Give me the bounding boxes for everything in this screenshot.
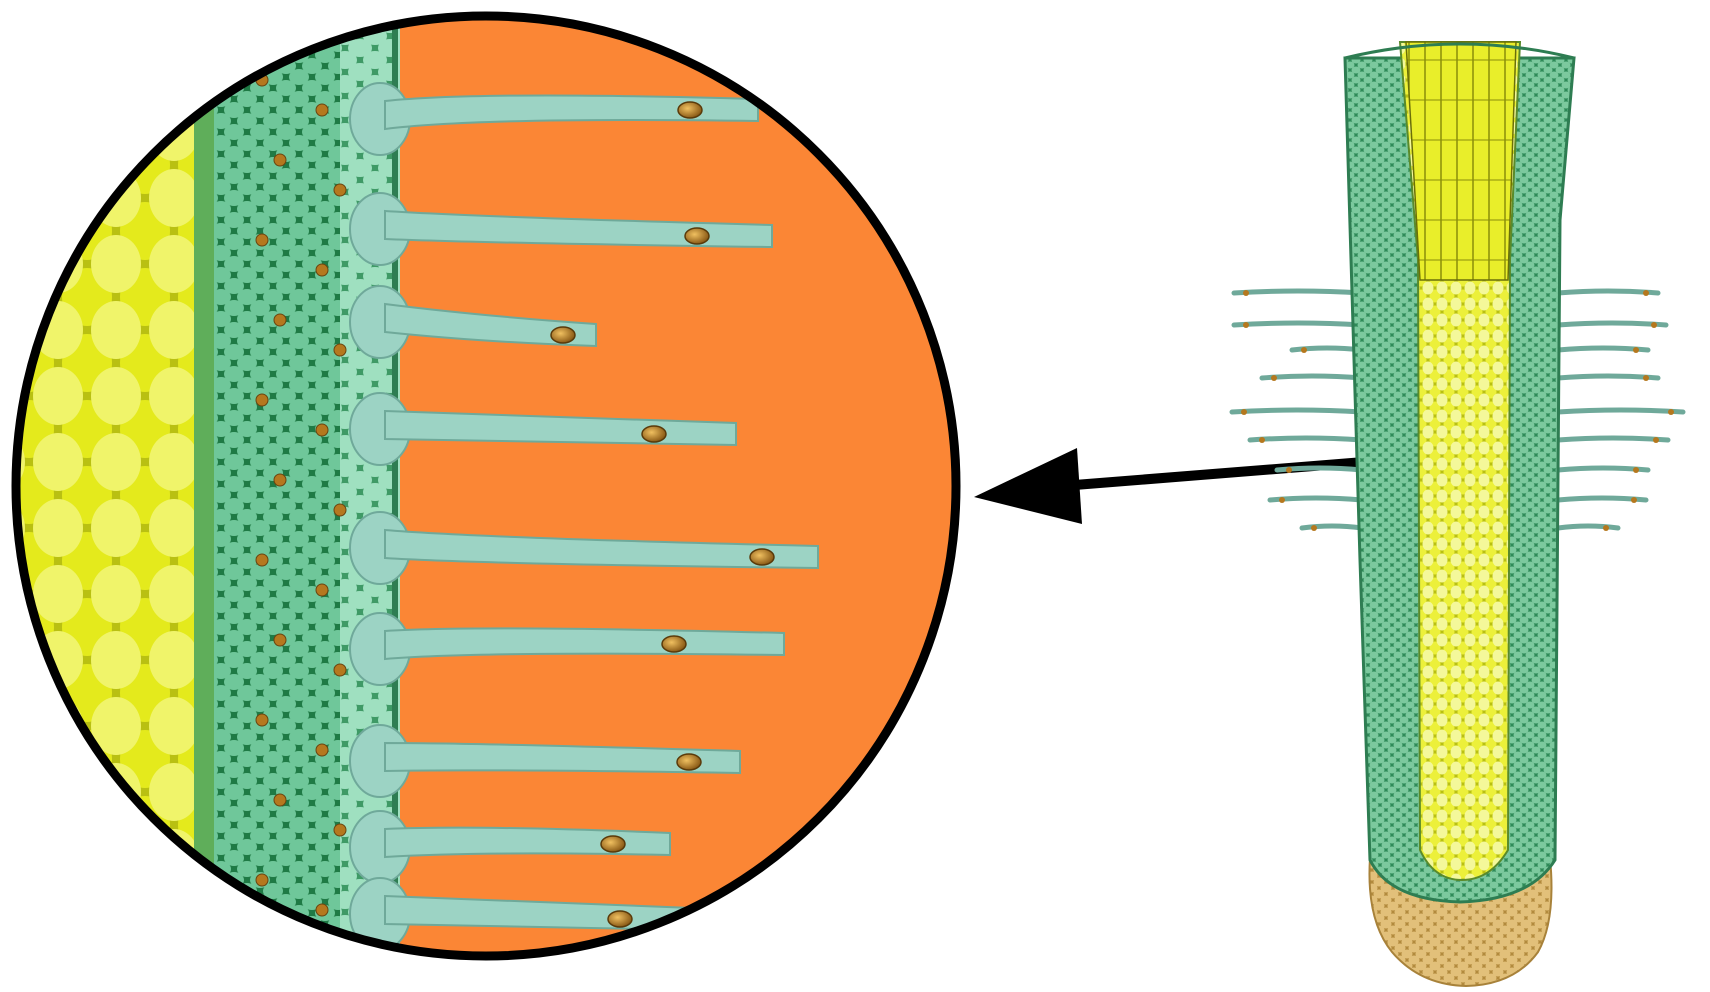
cortex-nucleus: [316, 584, 328, 596]
small-hair-nucleus: [1603, 525, 1609, 531]
small-hair-nucleus: [1241, 409, 1247, 415]
small-root-hair-right: [1558, 497, 1646, 503]
cortex-nucleus: [334, 184, 346, 196]
root-xylem: [1406, 42, 1516, 280]
small-hair-nucleus: [1668, 409, 1674, 415]
cortex-nucleus: [334, 504, 346, 516]
cortex-nucleus: [334, 664, 346, 676]
cortex-nucleus: [316, 424, 328, 436]
cortex-nucleus: [316, 744, 328, 756]
hair-nucleus: [608, 911, 632, 927]
small-root-hair-right: [1558, 525, 1618, 531]
small-root-hair-right: [1558, 409, 1683, 415]
cortex-nucleus: [274, 634, 286, 646]
endodermis-band: [194, 0, 216, 992]
small-root-hair-left: [1234, 290, 1362, 296]
small-hair-tube: [1558, 526, 1618, 528]
cortex-nucleus: [334, 824, 346, 836]
cortex-nucleus: [274, 154, 286, 166]
small-hair-nucleus: [1633, 347, 1639, 353]
small-hair-tube: [1558, 376, 1658, 378]
small-root-hair-right: [1558, 290, 1658, 296]
small-root-hair-left: [1262, 375, 1362, 381]
small-hair-tube: [1262, 376, 1362, 378]
cortex-nucleus: [316, 104, 328, 116]
cortex-nucleus: [274, 794, 286, 806]
small-root-hair-right: [1558, 467, 1648, 473]
hair-tube: [385, 628, 784, 659]
small-root-hair-right: [1558, 322, 1666, 328]
small-hair-nucleus: [1259, 437, 1265, 443]
small-root-hair-right: [1558, 437, 1668, 443]
small-root-hair-right: [1558, 375, 1658, 381]
hair-nucleus: [551, 327, 575, 343]
small-root-hair-left: [1232, 409, 1362, 415]
small-hair-nucleus: [1243, 290, 1249, 296]
hair-nucleus: [678, 102, 702, 118]
small-hair-nucleus: [1301, 347, 1307, 353]
cortex-nucleus: [274, 474, 286, 486]
small-root-hair-left: [1270, 497, 1362, 503]
small-hair-tube: [1232, 410, 1362, 412]
small-hair-nucleus: [1643, 290, 1649, 296]
small-hair-nucleus: [1243, 322, 1249, 328]
cortex-nucleus: [334, 344, 346, 356]
small-root-hair-left: [1277, 467, 1362, 473]
small-hair-nucleus: [1631, 497, 1637, 503]
hair-nucleus: [642, 426, 666, 442]
cortex-nucleus: [256, 394, 268, 406]
small-root-hair-left: [1234, 322, 1362, 328]
cortex-nucleus: [256, 234, 268, 246]
magnified-circle-icon: [0, 0, 1000, 992]
small-hair-tube: [1250, 438, 1362, 440]
hair-nucleus: [601, 836, 625, 852]
small-hair-nucleus: [1643, 375, 1649, 381]
small-root-hair-left: [1250, 437, 1362, 443]
hair-nucleus: [750, 549, 774, 565]
small-hair-tube: [1302, 526, 1362, 528]
small-hair-nucleus: [1271, 375, 1277, 381]
small-root-hair-left: [1292, 347, 1362, 353]
cortex-nucleus: [316, 264, 328, 276]
cortex-nucleus: [316, 904, 328, 916]
hair-nucleus: [685, 228, 709, 244]
small-hair-nucleus: [1279, 497, 1285, 503]
small-root-hair-left: [1302, 525, 1362, 531]
small-hair-tube: [1558, 438, 1668, 440]
hair-nucleus: [677, 754, 701, 770]
small-hair-tube: [1558, 291, 1658, 293]
small-hair-nucleus: [1311, 525, 1317, 531]
hair-tube: [385, 828, 670, 857]
small-hair-tube: [1558, 410, 1683, 412]
small-hair-tube: [1558, 323, 1666, 325]
whole-root: [1232, 42, 1683, 986]
cortex-nucleus: [256, 874, 268, 886]
small-hair-nucleus: [1653, 437, 1659, 443]
small-hair-tube: [1234, 323, 1362, 325]
stele-cells: [0, 0, 202, 992]
small-root-hair-right: [1558, 347, 1648, 353]
small-hair-tube: [1234, 291, 1362, 293]
small-hair-nucleus: [1651, 322, 1657, 328]
small-hair-nucleus: [1286, 467, 1292, 473]
cortex-nucleus: [256, 714, 268, 726]
cortex-nucleus: [256, 554, 268, 566]
arrow-left-icon: [974, 448, 1364, 524]
small-hair-nucleus: [1633, 467, 1639, 473]
cortex-nucleus: [274, 314, 286, 326]
arrow-head: [974, 448, 1082, 524]
hair-nucleus: [662, 636, 686, 652]
